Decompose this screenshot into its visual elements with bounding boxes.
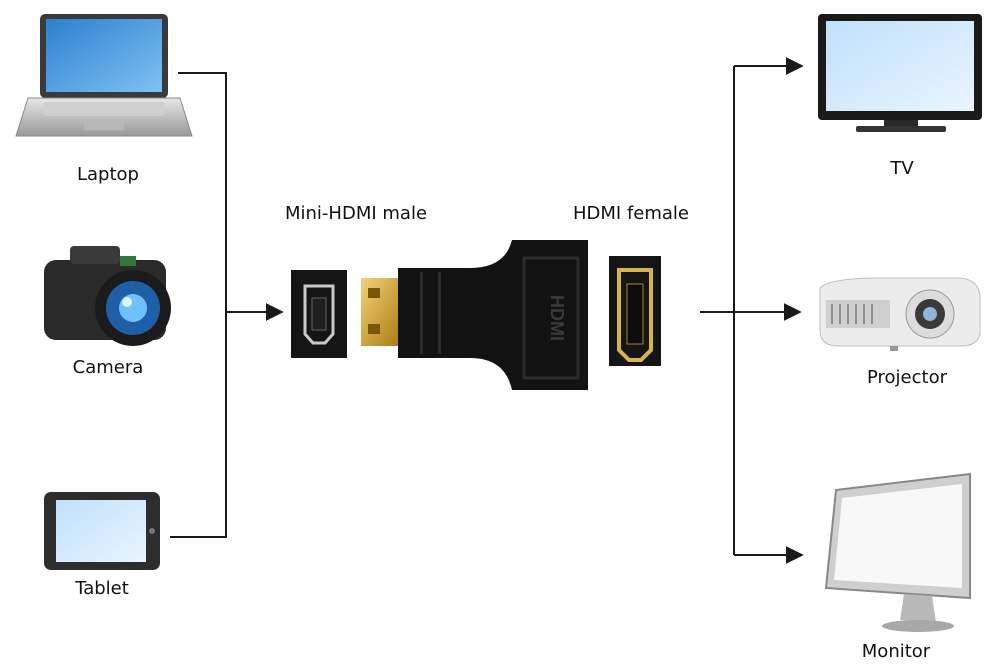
camera-label: Camera	[72, 357, 144, 378]
projector-label: Projector	[867, 367, 947, 388]
tv-label: TV	[890, 158, 914, 179]
laptop-label: Laptop	[77, 164, 139, 185]
hdmi-female-label: HDMI female	[572, 203, 689, 224]
tablet-label: Tablet	[75, 578, 129, 599]
laptop-icon	[15, 14, 193, 137]
monitor-label: Monitor	[861, 641, 931, 662]
tablet-icon	[44, 492, 160, 570]
mini-hdmi-male-label: Mini-HDMI male	[284, 203, 428, 224]
connector-lines	[170, 57, 804, 564]
projector-icon	[819, 277, 981, 351]
camera-icon	[44, 246, 171, 346]
monitor-icon	[824, 472, 971, 632]
tv-icon	[818, 14, 982, 132]
mini-hdmi-male-port	[291, 270, 347, 358]
hdmi-adapter-icon: HDMI	[361, 240, 588, 390]
hdmi-female-port	[609, 256, 661, 366]
laptop-line	[170, 72, 227, 538]
adapter-embossed-logo: HDMI	[547, 295, 567, 341]
